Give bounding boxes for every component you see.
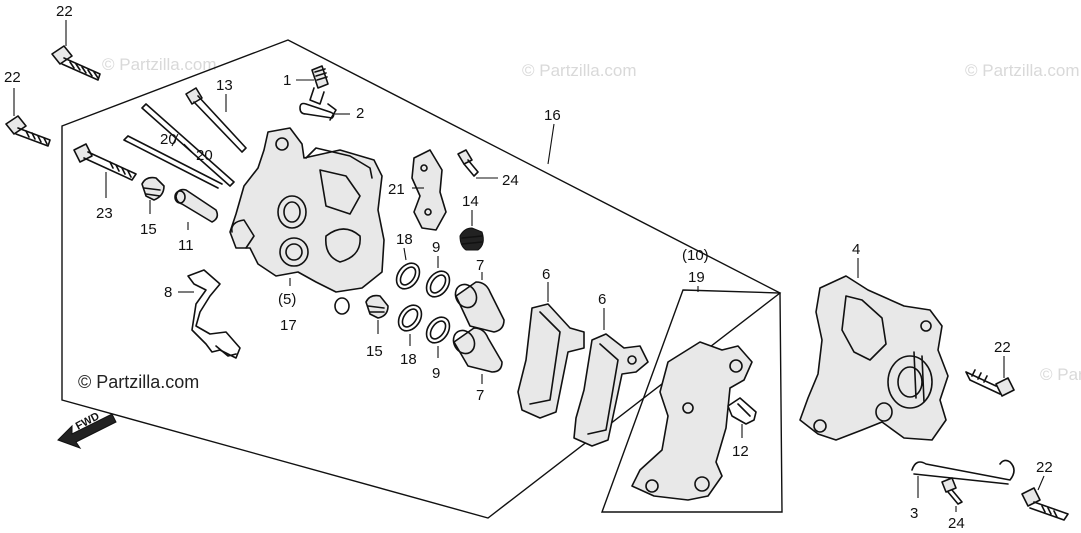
bolt-22-top: [51, 45, 101, 81]
callout-10: (10): [682, 247, 709, 264]
screw-24-upper: [457, 149, 479, 177]
screw-24-lower: [941, 477, 963, 505]
brake-pad-6-left: [517, 303, 585, 419]
assembly-frame: [61, 39, 782, 519]
watermark-top-right: © Partzilla.com: [965, 61, 1080, 80]
watermark-top-center: © Partzilla.com: [522, 61, 637, 80]
callout-13: 13: [216, 77, 233, 94]
callout-9-b: 9: [432, 365, 440, 382]
callout-1: 1: [283, 72, 291, 89]
callout-8: 8: [164, 284, 172, 301]
watermark-mid-left: © Partzilla.com: [78, 372, 199, 392]
callout-22-d: 22: [1036, 459, 1053, 476]
callout-24-a: 24: [502, 172, 519, 189]
piston-seal-9-upper: [425, 270, 451, 298]
boot-15-lower: [365, 294, 389, 319]
callout-3: 3: [910, 505, 918, 522]
callout-15-a: 15: [140, 221, 157, 238]
watermark-top-left: © Partzilla.com: [102, 55, 217, 74]
callout-23: 23: [96, 205, 113, 222]
pad-clip-12: [727, 397, 757, 425]
pin-clip-3: [911, 459, 1015, 485]
callout-20-a: 20: [160, 131, 177, 148]
callout-19: 19: [688, 269, 705, 286]
watermark-mid-right: © Partzilla.com: [1040, 365, 1081, 384]
bleeder-cap: [299, 102, 337, 121]
callout-21: 21: [388, 181, 405, 198]
callout-2: 2: [356, 105, 364, 122]
callout-22-b: 22: [4, 69, 21, 86]
callout-4: 4: [852, 241, 860, 258]
callout-9-a: 9: [432, 239, 440, 256]
callout-18-a: 18: [396, 231, 413, 248]
callout-7-b: 7: [476, 387, 484, 404]
caliper-bracket: [631, 341, 753, 501]
callout-16: 16: [544, 107, 561, 124]
bolt-23: [73, 143, 137, 181]
callout-7-a: 7: [476, 257, 484, 274]
bolt-22-right-lower: [1021, 487, 1069, 521]
piston-7-lower: [452, 327, 503, 373]
pin-bolt-13: [185, 87, 247, 153]
pin-20-lower: [123, 135, 223, 189]
brake-pad-6-right: [573, 333, 649, 447]
dust-seal-18-upper: [395, 262, 421, 290]
callout-22-a: 22: [56, 3, 73, 20]
callout-20-b: 20: [196, 147, 213, 164]
piston-7-upper: [454, 281, 505, 333]
dust-seal-18-lower: [397, 304, 423, 332]
bracket-frame: [600, 289, 783, 513]
callout-11: 11: [178, 237, 194, 254]
bolt-22-right-upper: [965, 369, 1015, 397]
caliper-assembly-4: [799, 275, 949, 441]
boot-15-upper: [141, 176, 165, 201]
cap-14: [459, 227, 484, 251]
callout-24-b: 24: [948, 515, 965, 532]
callout-17: 17: [280, 317, 297, 334]
callout-14: 14: [462, 193, 479, 210]
pin-20-upper: [141, 103, 235, 187]
pad-retainer-21: [411, 149, 447, 231]
bleeder-valve: [309, 65, 329, 105]
pad-spring-8: [187, 269, 241, 359]
sleeve-11: [174, 188, 219, 223]
callout-15-b: 15: [366, 343, 383, 360]
fwd-arrow-icon: [57, 413, 117, 449]
callout-6-b: 6: [598, 291, 606, 308]
caliper-body: [229, 127, 385, 315]
callout-6-a: 6: [542, 266, 550, 283]
callout-22-c: 22: [994, 339, 1011, 356]
callout-12: 12: [732, 443, 749, 460]
callout-5: (5): [278, 291, 296, 308]
bolt-22-left: [5, 115, 51, 147]
piston-seal-9-lower: [425, 316, 451, 344]
callout-18-b: 18: [400, 351, 417, 368]
